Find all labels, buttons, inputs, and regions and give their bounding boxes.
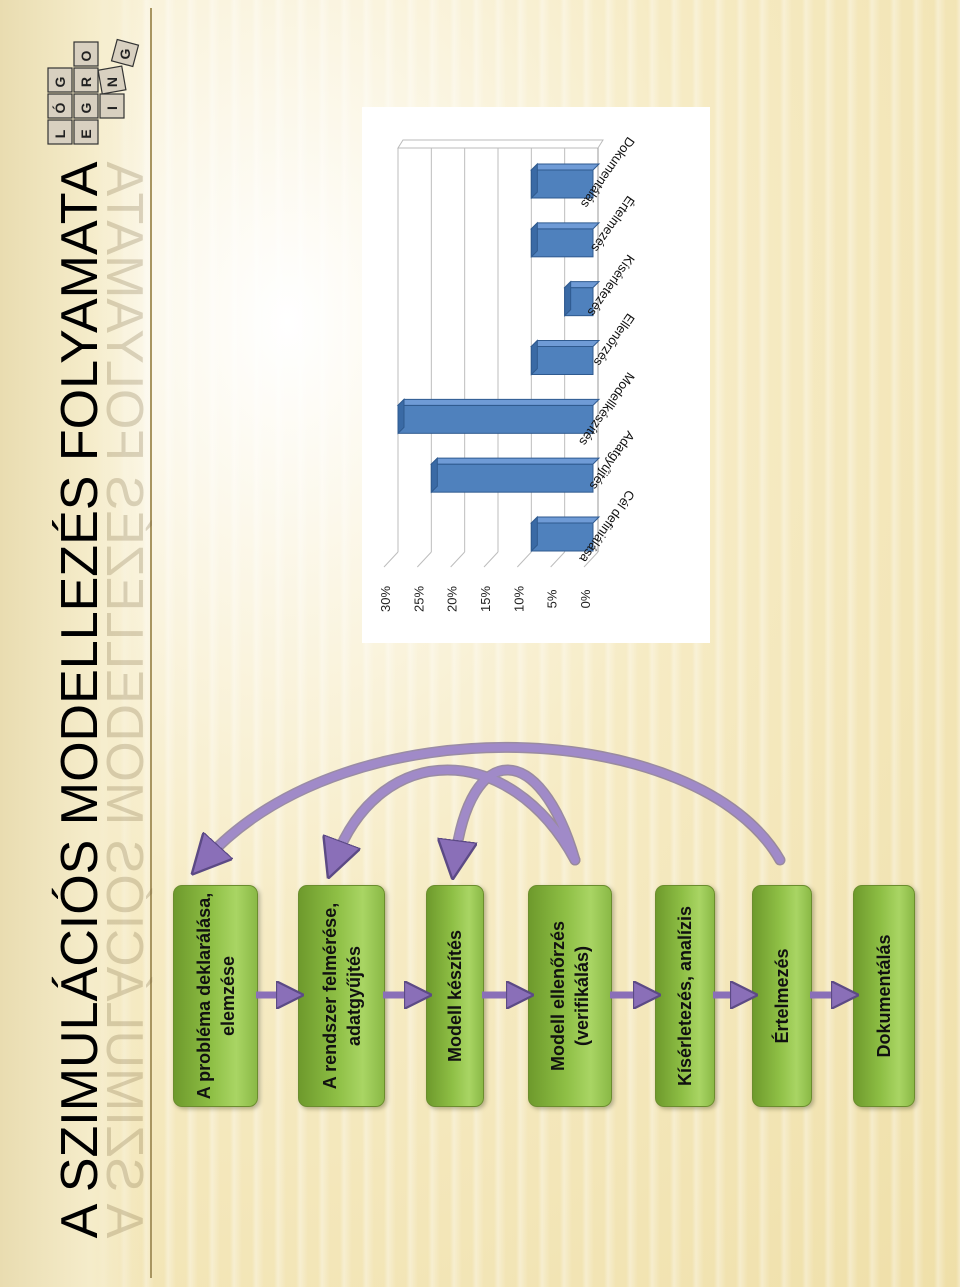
logo-letter: G (117, 48, 133, 59)
y-tick-label: 20% (445, 586, 460, 612)
logo-letter: G (52, 76, 68, 87)
bar (397, 404, 594, 434)
bar (530, 522, 594, 552)
bar (530, 345, 594, 375)
bar-top (530, 222, 601, 230)
bar-side (530, 515, 538, 553)
y-tick-label: 15% (478, 586, 493, 612)
feedback-arrow (205, 743, 784, 860)
logo-letter: E (78, 129, 94, 138)
logo-letter: L (52, 129, 68, 138)
bar-side (530, 221, 538, 259)
gridline-perspective (483, 551, 499, 568)
logo-letter: N (104, 77, 120, 87)
gridline-perspective (383, 551, 399, 568)
logo-letter: G (78, 102, 94, 113)
bar-top (530, 163, 601, 171)
bar-side (530, 162, 538, 200)
step-problem: A probléma deklarálása,elemzése (173, 885, 258, 1107)
gridline-perspective (450, 551, 466, 568)
step-document: Dokumentálás (853, 885, 915, 1107)
chart-wall (397, 139, 604, 149)
y-tick-label: 5% (545, 589, 560, 608)
logo-letter: Ó (51, 102, 68, 113)
step-interpret: Értelmezés (752, 885, 812, 1107)
logo-letter: R (78, 77, 94, 87)
logo-letter: I (104, 106, 120, 110)
y-tick-label: 0% (578, 589, 593, 608)
gridline-perspective (550, 551, 566, 568)
bar-top (530, 516, 601, 524)
divider-line (150, 8, 152, 1278)
y-tick-label: 25% (411, 586, 426, 612)
bar-top (530, 339, 601, 347)
bar (430, 463, 594, 493)
bar (530, 169, 594, 199)
bar-side (564, 280, 572, 317)
feedback-arrow (455, 766, 579, 860)
logo-letter: O (78, 50, 94, 61)
gridline-perspective (583, 551, 599, 568)
step-verify: Modell ellenőrzés(verifikálás) (528, 885, 612, 1107)
gridline-perspective (416, 551, 432, 568)
bar (530, 228, 594, 258)
y-tick-label: 30% (378, 586, 393, 612)
bar-side (430, 456, 438, 494)
bar-side (530, 339, 538, 376)
y-tick-label: 10% (511, 586, 526, 612)
feedback-arrow (335, 766, 579, 860)
bar-top (396, 398, 601, 406)
ergologing-logo: E G R O L Ó G I N G (47, 38, 140, 145)
gridline-perspective (516, 551, 532, 568)
left-panel (0, 0, 150, 1287)
bar-top (430, 457, 601, 465)
bar-side (397, 398, 405, 435)
